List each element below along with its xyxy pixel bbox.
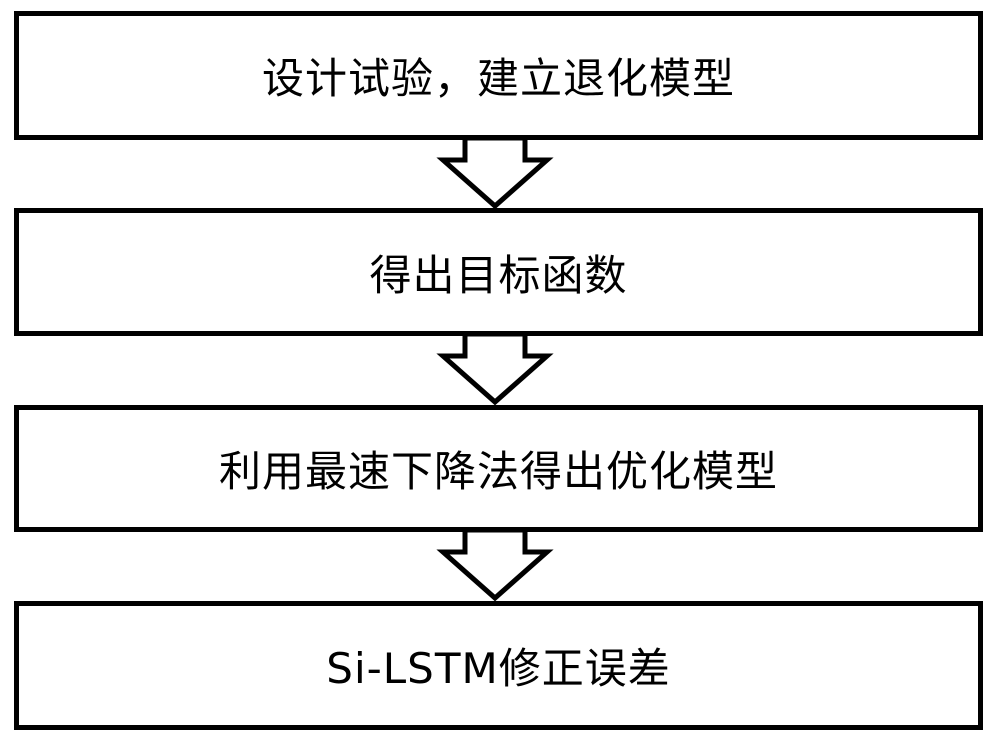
step-box-objective-function: 得出目标函数 (14, 208, 983, 336)
step-label-objective-function: 得出目标函数 (369, 250, 628, 300)
step-label-steepest-descent: 利用最速下降法得出优化模型 (218, 447, 778, 496)
step-box-steepest-descent: 利用最速下降法得出优化模型 (14, 405, 983, 532)
down-arrow-icon (436, 331, 554, 406)
down-arrow-icon (436, 527, 554, 602)
step-box-si-lstm-correction: Si-LSTM修正误差 (14, 601, 983, 730)
down-arrow-icon (436, 135, 554, 210)
step-label-si-lstm-correction: Si-LSTM修正误差 (326, 644, 671, 693)
step-box-design-experiment: 设计试验，建立退化模型 (14, 11, 983, 140)
step-label-design-experiment: 设计试验，建立退化模型 (261, 54, 735, 103)
